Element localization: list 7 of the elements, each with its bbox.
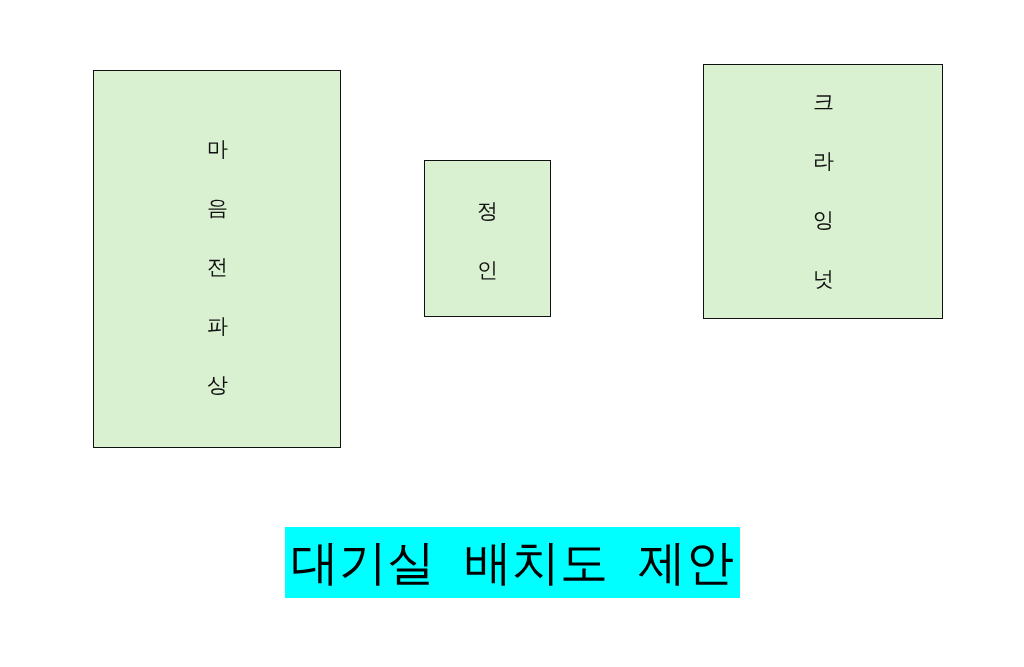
title: 대기실 배치도 제안 <box>285 527 740 598</box>
room-box <box>424 160 551 317</box>
room-box <box>703 64 943 319</box>
room-label: 마음전파상 <box>205 136 229 399</box>
room-box <box>93 70 341 448</box>
room-label: 정인 <box>476 198 499 284</box>
room-label: 크라잉넛 <box>811 89 835 293</box>
